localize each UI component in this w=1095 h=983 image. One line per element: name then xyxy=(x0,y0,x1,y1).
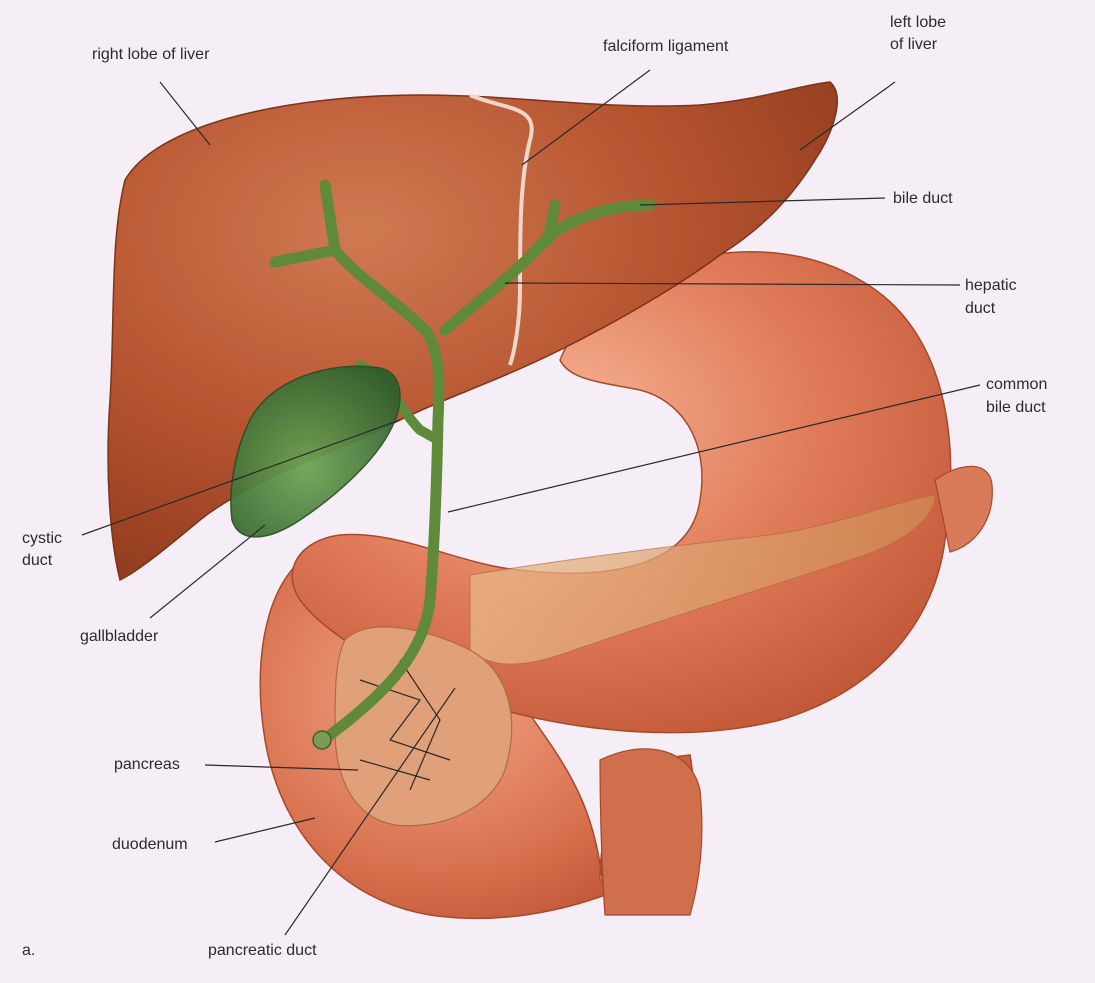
label-pancreatic-duct: pancreatic duct xyxy=(208,940,317,962)
label-common-line2: bile duct xyxy=(986,397,1046,419)
label-cystic-line1: cystic xyxy=(22,528,62,550)
label-pancreas: pancreas xyxy=(114,754,180,776)
label-gallbladder: gallbladder xyxy=(80,626,158,648)
label-falciform-ligament: falciform ligament xyxy=(603,36,728,58)
label-cystic-line2: duct xyxy=(22,550,52,572)
label-common-line1: common xyxy=(986,374,1047,396)
label-right-lobe-of-liver: right lobe of liver xyxy=(92,44,209,66)
label-left-lobe-line1: left lobe xyxy=(890,12,946,34)
panel-letter: a. xyxy=(22,940,35,962)
label-hepatic-line1: hepatic xyxy=(965,275,1017,297)
label-hepatic-line2: duct xyxy=(965,298,995,320)
ampulla xyxy=(313,731,331,749)
label-bile-duct: bile duct xyxy=(893,188,953,210)
duodenum-tail xyxy=(600,749,702,915)
label-duodenum: duodenum xyxy=(112,834,188,856)
label-left-lobe-line2: of liver xyxy=(890,34,937,56)
